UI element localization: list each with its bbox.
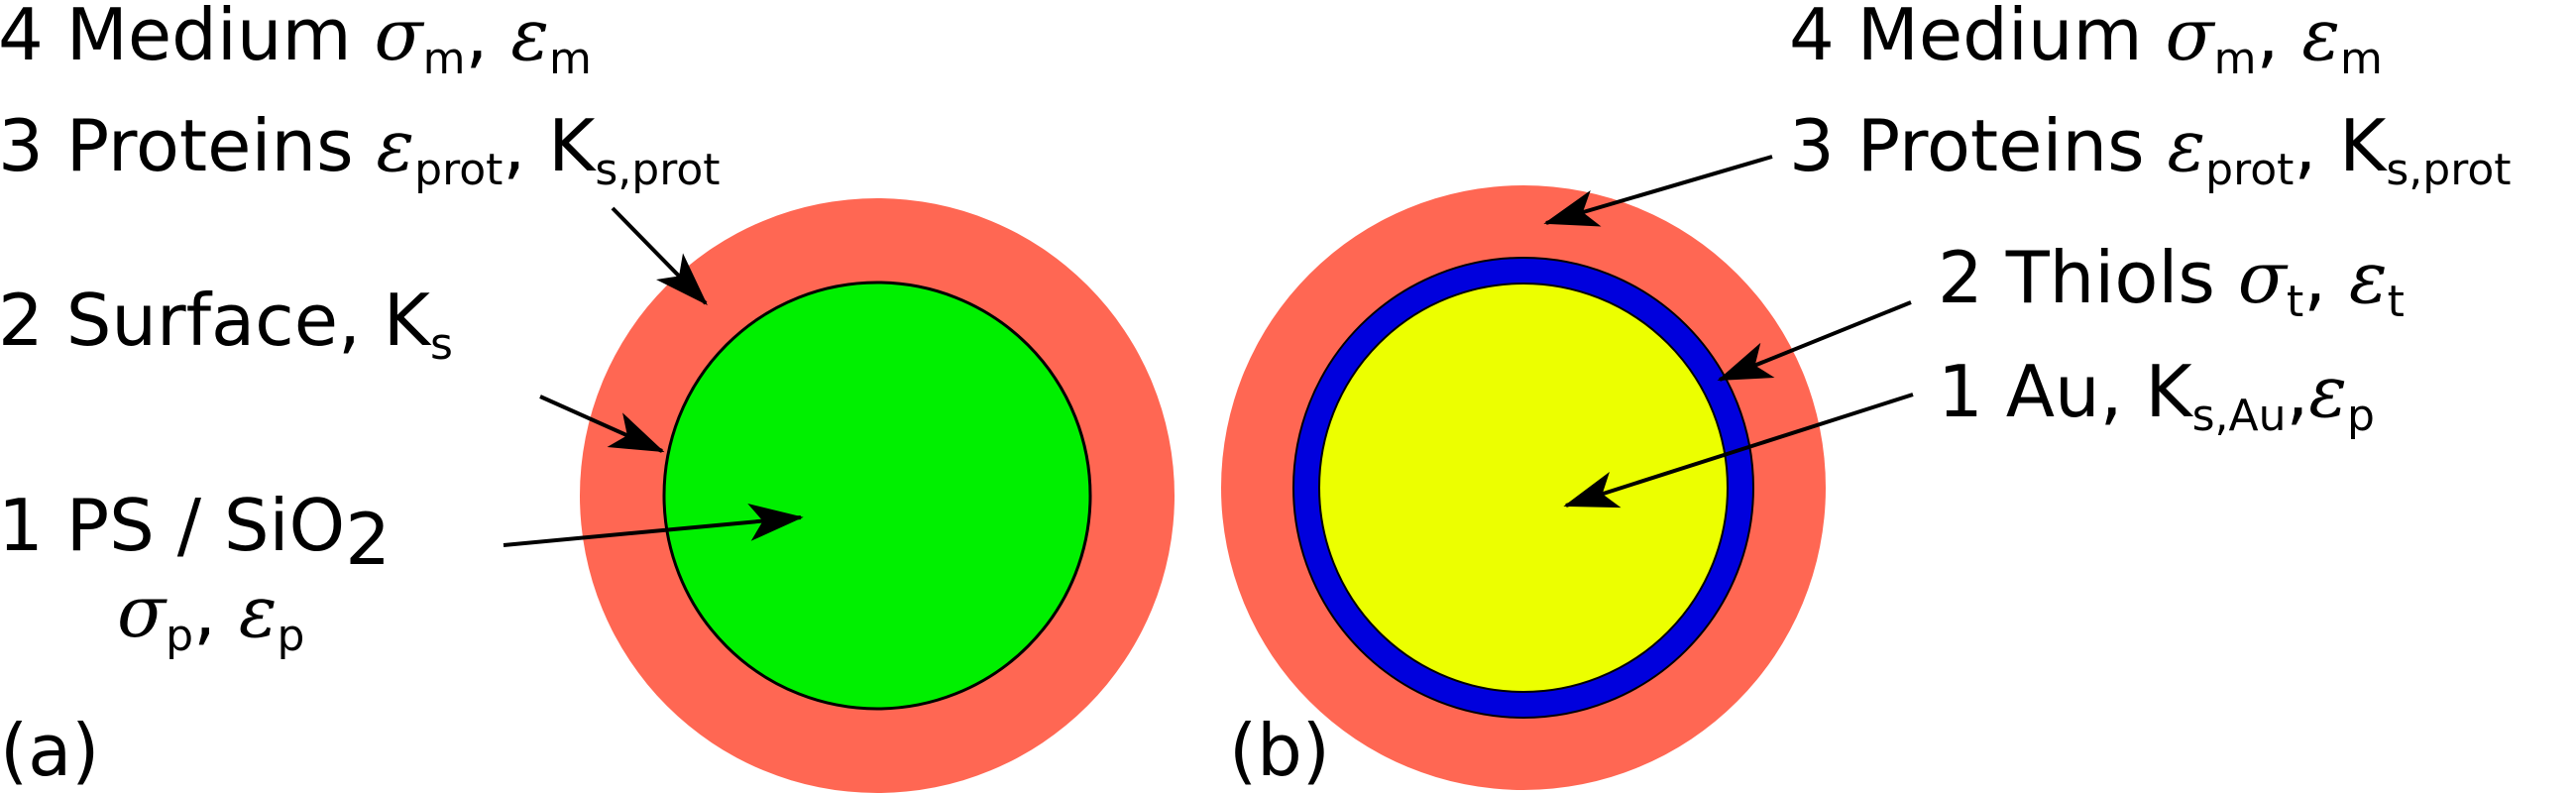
arrow-core-a: [503, 503, 804, 547]
label-b-medium: 4 Medium σm, εm: [1789, 0, 2383, 84]
particle-b: [1221, 185, 1826, 790]
label-a-core-props: σp, εp: [117, 570, 304, 661]
label-b-thiols: 2 Thiols σt, εt: [1938, 236, 2405, 327]
arrow-proteins-b: [1543, 155, 1773, 227]
arrows: [503, 155, 1914, 547]
label-b-core: 1 Au, Ks,Au,εp: [1938, 350, 2375, 441]
label-a-medium: 4 Medium σm, εm: [0, 0, 592, 84]
arrow-proteins-a: [611, 206, 708, 305]
arrow-thiols-b: [1717, 300, 1912, 382]
arrow-surface-a: [539, 395, 665, 453]
label-a-proteins: 3 Proteins εprot, Ks,prot: [0, 104, 721, 195]
label-b-proteins: 3 Proteins εprot, Ks,prot: [1789, 104, 2512, 195]
label-a-core: 1 PS / SiO2: [0, 484, 391, 581]
core-b: [1318, 283, 1729, 693]
label-a-surface: 2 Surface, Ks: [0, 279, 453, 370]
particle-a: [580, 198, 1175, 793]
panel-tag-a: (a): [0, 709, 99, 792]
panel-tag-b: (b): [1229, 709, 1330, 792]
arrow-core-b: [1563, 393, 1914, 509]
core-a: [662, 281, 1092, 711]
